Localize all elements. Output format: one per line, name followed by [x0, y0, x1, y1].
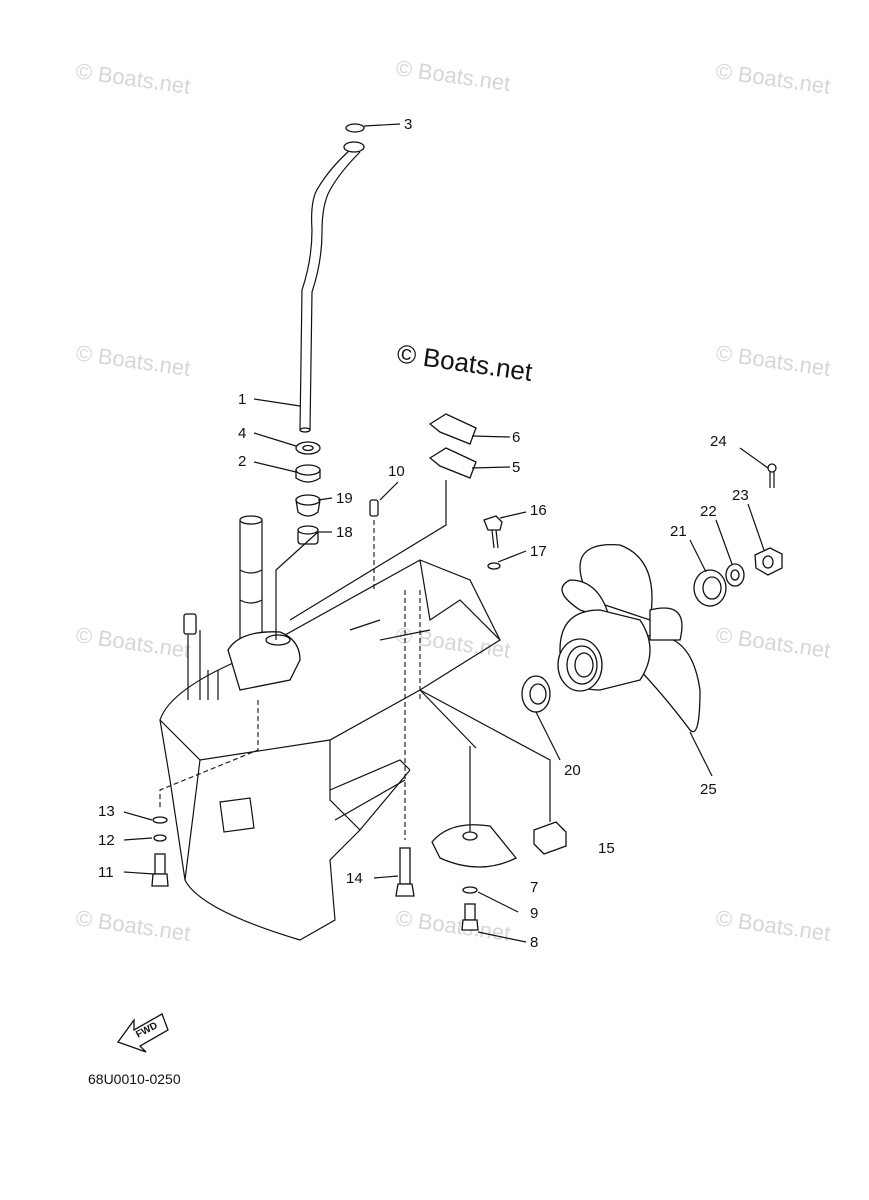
- callout-10: 10: [388, 463, 405, 480]
- callout-5: 5: [512, 459, 520, 476]
- dowel-pin-part: [369, 499, 379, 517]
- watermark: © Boats.net: [74, 340, 192, 381]
- watermark: © Boats.net: [714, 340, 832, 381]
- callout-2: 2: [238, 453, 246, 470]
- callout-labels: 1 2 3 4 5 6 7 8 9 10 11 12 13 14 15 16 1…: [98, 116, 749, 951]
- callout-12: 12: [98, 832, 115, 849]
- callout-18: 18: [336, 524, 353, 541]
- propeller-part: [557, 543, 701, 733]
- callout-17: 17: [530, 543, 547, 560]
- callout-1: 1: [238, 391, 246, 408]
- diagram-part-number: 68U0010-0250: [88, 1071, 181, 1087]
- fwd-arrow-icon: FWD: [116, 1013, 169, 1053]
- center-watermark: © Boats.net: [395, 338, 535, 387]
- callout-22: 22: [700, 503, 717, 520]
- watermark: © Boats.net: [714, 622, 832, 663]
- watermark-layer: © Boats.net © Boats.net © Boats.net © Bo…: [74, 55, 832, 946]
- watermark: © Boats.net: [394, 55, 512, 96]
- propeller-hardware-parts: [693, 463, 783, 607]
- callout-7: 7: [530, 879, 538, 896]
- leader-lines: [123, 123, 769, 943]
- callout-6: 6: [512, 429, 520, 446]
- anode-part: [533, 821, 567, 855]
- water-tube-part: [299, 123, 365, 433]
- callout-14: 14: [346, 870, 363, 887]
- callout-21: 21: [670, 523, 687, 540]
- callout-24: 24: [710, 433, 727, 450]
- callout-13: 13: [98, 803, 115, 820]
- callout-16: 16: [530, 502, 547, 519]
- watermark: © Boats.net: [394, 905, 512, 946]
- trim-tab-part: [431, 824, 518, 931]
- callout-20: 20: [564, 762, 581, 779]
- callout-19: 19: [336, 490, 353, 507]
- callout-9: 9: [530, 905, 538, 922]
- watermark: © Boats.net: [714, 905, 832, 946]
- watermark: © Boats.net: [714, 58, 832, 99]
- callout-3: 3: [404, 116, 412, 133]
- lower-casing-part: [159, 515, 501, 941]
- callout-23: 23: [732, 487, 749, 504]
- callout-4: 4: [238, 425, 246, 442]
- watermark: © Boats.net: [74, 622, 192, 663]
- callout-25: 25: [700, 781, 717, 798]
- callout-8: 8: [530, 934, 538, 951]
- grommet-stack-part: [295, 441, 321, 545]
- bolt-11-part: [151, 816, 169, 887]
- callout-11: 11: [98, 864, 114, 881]
- watermark: © Boats.net: [74, 905, 192, 946]
- bolt-16-part: [483, 515, 503, 570]
- callout-15: 15: [598, 840, 615, 857]
- bolt-14-part: [395, 847, 415, 897]
- thrust-washer-part: [521, 675, 551, 713]
- dashed-guides: [159, 520, 421, 840]
- spacer-parts: [428, 413, 477, 479]
- watermark: © Boats.net: [74, 58, 192, 99]
